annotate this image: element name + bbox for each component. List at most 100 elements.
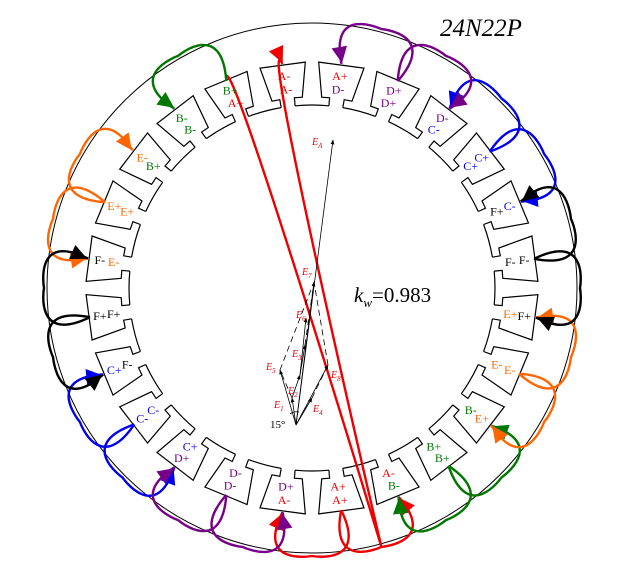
slot-5-inner-label: C+ — [463, 159, 478, 173]
slot-21-inner-label: E+ — [120, 205, 134, 219]
slot-24-inner-label: A+ — [228, 96, 244, 110]
coil-b-11-12 — [397, 464, 472, 533]
phasor-label-e3: E3 — [291, 349, 302, 362]
coil-f-19-18 — [47, 314, 104, 390]
angle-arc — [289, 411, 300, 415]
coil-c-5-6 — [488, 128, 557, 203]
angle-label: 15° — [270, 419, 285, 431]
slot-16-inner-label: C+ — [183, 440, 198, 454]
coil-group — [42, 22, 582, 558]
coil-arrowhead-19 — [521, 185, 540, 202]
slot-label-group: A-A-A+D-D+D+D-C-C+C+C-F+F-F-F+E+E-E-E+B-… — [93, 69, 531, 507]
phasor-dashed-3 — [311, 364, 329, 399]
slot-1 — [259, 61, 306, 108]
coil-a-13-14 — [273, 509, 350, 558]
slot-12 — [370, 454, 421, 506]
slot-2-outer-label: A+ — [332, 69, 348, 83]
slot-23 — [156, 94, 210, 148]
slot-12-outer-label: B- — [388, 479, 400, 493]
slot-23-inner-label: B- — [184, 122, 196, 136]
coil-arrowhead-16 — [492, 425, 509, 444]
slot-18 — [94, 346, 146, 397]
slot-9-outer-label: E- — [504, 363, 515, 377]
stator-bore-outline — [128, 104, 496, 472]
slot-16 — [156, 428, 210, 482]
slot-20 — [85, 235, 132, 282]
coil-e-21-22 — [67, 127, 134, 204]
diagram-title: 24N22P — [440, 15, 522, 42]
coil-arrowhead-11 — [331, 45, 348, 64]
slot-13-inner-label: A+ — [330, 479, 346, 493]
slot-24-outer-label: B+ — [223, 83, 238, 97]
slot-2-inner-label: D- — [332, 83, 345, 97]
slot-4-outer-label: D- — [436, 111, 449, 125]
phasor-dashed-4 — [279, 369, 293, 399]
coil-c-17-18 — [67, 373, 136, 448]
slot-17-inner-label: C- — [147, 403, 159, 417]
slot-6 — [478, 179, 530, 230]
slot-11-inner-label: B+ — [426, 440, 441, 454]
coil-arrowhead-13 — [276, 512, 293, 531]
slot-2 — [318, 61, 365, 108]
coil-e-9-10 — [490, 372, 557, 449]
phasor-dashed-2 — [313, 281, 329, 366]
slot-18-inner-label: F- — [122, 358, 133, 372]
coil-arrowhead-18 — [115, 132, 132, 151]
phasor-label-ea: EA — [311, 137, 323, 150]
slot-3-inner-label: D+ — [381, 96, 397, 110]
slot-10-inner-label: B- — [465, 403, 477, 417]
slot-10-outer-label: E+ — [475, 411, 489, 425]
slot-14-outer-label: A- — [278, 493, 291, 507]
slot-13-outer-label: A+ — [332, 493, 348, 507]
slot-1-inner-label: A- — [280, 83, 293, 97]
slot-9-inner-label: E- — [491, 358, 502, 372]
phasor-label-e7: E7 — [301, 267, 312, 280]
coil-f-19-20 — [42, 249, 91, 326]
slot-4-inner-label: C- — [428, 122, 440, 136]
coil-c-17-16 — [103, 423, 176, 497]
phasor-arrow-e5 — [279, 369, 297, 426]
coil-d-15-14 — [210, 494, 286, 554]
stator-outer-circle — [46, 22, 578, 554]
emf-phasor-diagram: EA E7 E6 E3 E5 E8 E2 E1 E4 15° — [265, 137, 341, 431]
coil-arrowhead-22 — [69, 244, 88, 260]
coil-b-24-23 — [151, 43, 228, 110]
slot-11-outer-label: B+ — [435, 451, 450, 465]
coil-d-3-2 — [338, 22, 414, 82]
slot-15-inner-label: D- — [229, 466, 242, 480]
coil-arrowhead-4 — [156, 91, 175, 108]
phasor-arrow-e1 — [290, 397, 297, 426]
slot-20-inner-label: E- — [108, 255, 119, 269]
slot-8-inner-label: E+ — [503, 307, 517, 321]
coil-arrowhead-1 — [268, 45, 284, 64]
slot-4 — [414, 94, 468, 148]
slot-17-outer-label: C- — [136, 411, 148, 425]
slot-22-outer-label: E- — [137, 151, 148, 165]
coil-c-5-4 — [448, 79, 521, 153]
coil-e-9-8 — [518, 314, 578, 390]
slot-22 — [118, 132, 172, 186]
phasor-arrow-ea — [295, 139, 335, 426]
slot-3-outer-label: D+ — [386, 83, 402, 97]
slot-6-outer-label: C- — [504, 199, 516, 213]
coil-f-7-8 — [533, 250, 582, 327]
coil-arrowhead-14 — [156, 468, 175, 485]
slot-1-outer-label: A- — [278, 69, 291, 83]
slot-group — [85, 61, 539, 515]
phasor-arrow-e6 — [299, 317, 308, 376]
coil-a-13-12 — [338, 496, 414, 553]
phasor-label-e1: E1 — [273, 400, 284, 413]
coil-arrowhead-6 — [392, 497, 409, 515]
slot-5-outer-label: C+ — [474, 151, 489, 165]
coil-e-21-20 — [46, 186, 106, 262]
phasor-label-e5: E5 — [265, 362, 276, 375]
slot-15-outer-label: D- — [224, 479, 237, 493]
slot-16-outer-label: D+ — [174, 451, 190, 465]
phasor-dashed-1 — [279, 281, 315, 371]
phasor-label-e4: E4 — [312, 404, 323, 417]
slot-6-inner-label: F+ — [490, 205, 504, 219]
phasor-label-e2: E2 — [287, 386, 298, 399]
winding-factor-label: kw=0.983 — [354, 283, 431, 310]
coil-arrowhead-21 — [84, 374, 103, 391]
